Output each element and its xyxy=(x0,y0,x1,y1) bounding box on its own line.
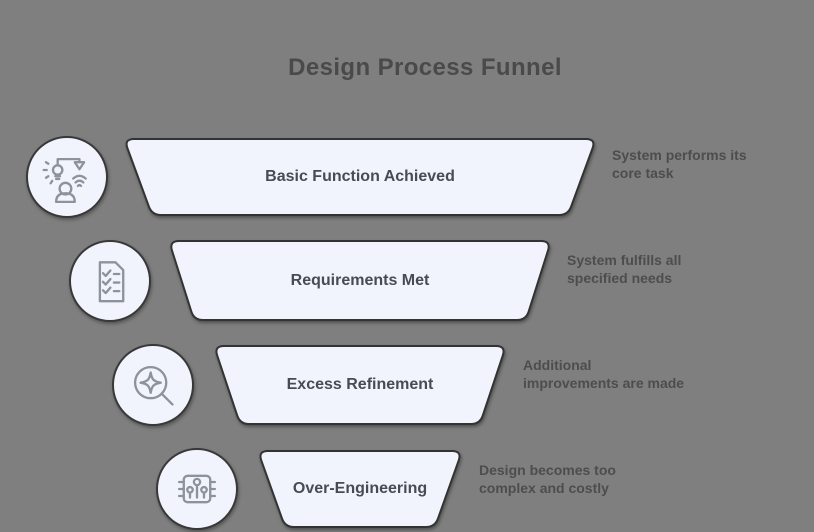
stage1-icon-circle xyxy=(26,136,108,218)
stage2-label: Requirements Met xyxy=(290,272,430,289)
idea-delivery-icon xyxy=(42,157,87,204)
stage4-label: Over-Engineering xyxy=(292,480,428,497)
stage3-label: Excess Refinement xyxy=(286,376,434,393)
funnel-segment-2 xyxy=(170,240,550,321)
circuit-chip-icon xyxy=(177,474,217,504)
funnel-segment-3 xyxy=(215,345,505,425)
stage1-description: System performs its core task xyxy=(612,147,747,181)
funnel-segment-4 xyxy=(259,450,461,528)
stage3-description: Additional improvements are made xyxy=(523,357,685,391)
stage4-icon-circle xyxy=(156,448,238,530)
stage3-icon-circle xyxy=(112,344,194,426)
stage2-icon-circle xyxy=(69,240,151,322)
sparkle-magnifier-icon xyxy=(133,365,174,406)
checklist-icon xyxy=(98,261,125,303)
stage4-description: Design becomes too complex and costly xyxy=(479,462,616,496)
stage1-label: Basic Function Achieved xyxy=(265,168,455,185)
page-title: Design Process Funnel xyxy=(288,54,562,81)
funnel-segment-1 xyxy=(125,138,595,216)
stage2-description: System fulfills all specified needs xyxy=(567,252,682,286)
